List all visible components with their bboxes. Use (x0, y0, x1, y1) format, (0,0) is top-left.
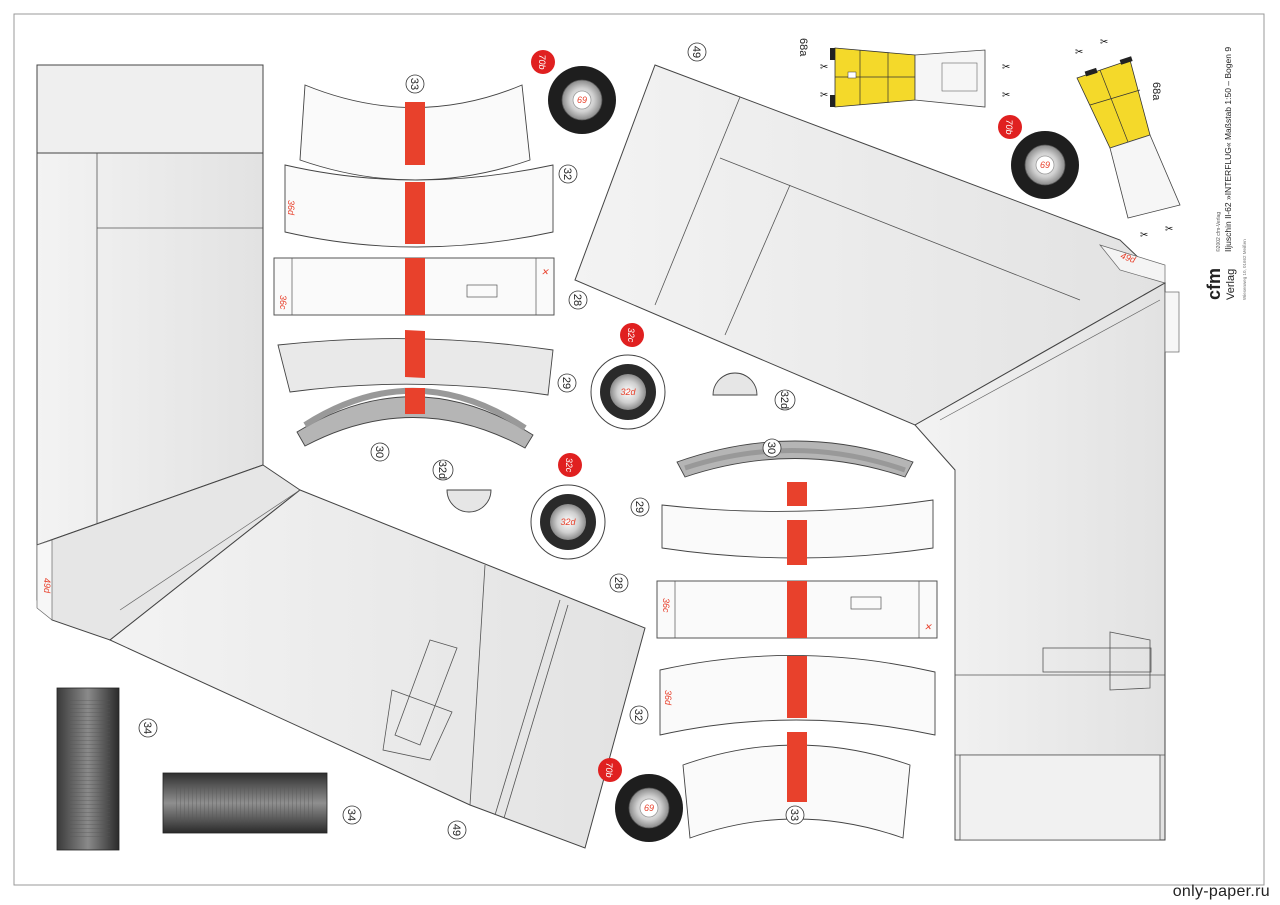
scissor-icon-g: ✂ (1140, 230, 1148, 241)
wheel-70b-mid: 70b 69 (998, 115, 1079, 199)
wheel-32c-lower: 32c 32d (530, 453, 606, 560)
badge-32d-b: 32d (778, 391, 790, 409)
part-label-68a-b: 68a (1150, 82, 1162, 101)
scissor-icon-c: ✂ (1002, 62, 1010, 73)
part-label-68a-a: 68a (797, 38, 809, 57)
part-label-70b-b: 70b (1004, 119, 1014, 134)
scissor-icon-d: ✂ (1002, 90, 1010, 101)
scissor-icon-a: ✂ (820, 62, 828, 73)
part-label-69-c: 69 (644, 803, 654, 813)
badge-28-a: 28 (571, 294, 583, 306)
half-disc-32d-a (712, 372, 758, 396)
title-block: cfm Verlag ©2002 cfm-Verlag Iljuschin Il… (1204, 47, 1247, 300)
part-label-32d-wheel-a: 32d (620, 387, 636, 397)
strip-34-horizontal (162, 772, 328, 834)
part-label-49d-left: 49d (42, 578, 52, 594)
part-label-70b-a: 70b (537, 54, 547, 69)
part-number-badges: 33 32 28 29 30 32d 32d 30 29 28 32 33 49… (138, 42, 805, 840)
fuselage-rings-right: 36c ✕ 36d (656, 440, 938, 839)
part-label-36d-b: 36d (663, 690, 673, 706)
part-label-32d-wheel-b: 32d (560, 517, 576, 527)
part-label-36c-a: 36c (278, 295, 288, 310)
badge-33-b: 33 (788, 809, 800, 821)
sheet-title: Iljuschin Il-62 »INTERFLUG« Maßstab 1:50… (1223, 47, 1233, 252)
badge-32d-a: 32d (436, 461, 448, 479)
badge-28-b: 28 (612, 577, 624, 589)
badge-30-a: 30 (373, 446, 385, 458)
part-label-36d-a: 36d (286, 200, 296, 216)
gear-doors-68a-horizontal: ✂ ✂ ✂ ✂ 68a (797, 38, 1010, 108)
part-label-70b-c: 70b (604, 762, 614, 777)
badge-32-b: 32 (632, 709, 644, 721)
badge-49-b: 49 (450, 824, 462, 836)
part-label-32c-b: 32c (564, 458, 574, 473)
badge-29-b: 29 (633, 501, 645, 513)
badge-34-b: 34 (345, 809, 357, 821)
sheet-border (13, 13, 1265, 886)
cross-mark-a: ✕ (541, 267, 549, 277)
publisher-logo: cfm (1204, 268, 1224, 300)
gear-doors-68a-angled: ✂ ✂ ✂ ✂ 68a (1075, 37, 1181, 241)
badge-29-a: 29 (560, 377, 572, 389)
strip-34-vertical (56, 687, 120, 851)
badge-34-a: 34 (141, 722, 153, 734)
watermark: only-paper.ru (1172, 883, 1270, 900)
fuselage-rings-left: 36d 36c ✕ (273, 84, 555, 449)
wheel-32c-mid: 32c 32d (590, 323, 666, 430)
wheel-70b-bottom: 70b 69 (598, 758, 683, 842)
part-label-36c-b: 36c (661, 598, 671, 613)
badge-30-b: 30 (765, 442, 777, 454)
wing-part-49-right: 49d (574, 64, 1180, 841)
scissor-icon-e: ✂ (1075, 47, 1083, 58)
half-disc-32d-b (446, 489, 492, 513)
scissor-icon-f: ✂ (1100, 37, 1108, 48)
badge-32-a: 32 (561, 168, 573, 180)
part-label-69-a: 69 (577, 95, 587, 105)
publisher-address: Wiesenweg 10, 01662 Meißen (1242, 239, 1247, 300)
cross-mark-b: ✕ (924, 622, 932, 632)
scissor-icon-b: ✂ (820, 90, 828, 101)
wing-part-49-left: 49d (36, 64, 646, 849)
badge-49-a: 49 (690, 46, 702, 58)
copyright: ©2002 cfm-Verlag (1215, 212, 1222, 252)
scissor-icon-h: ✂ (1165, 224, 1173, 235)
publisher-name: Verlag (1225, 269, 1237, 300)
part-label-69-b: 69 (1040, 160, 1050, 170)
badge-33-a: 33 (408, 78, 420, 90)
wheel-70b-top: 70b 69 (531, 50, 616, 134)
part-label-32c-a: 32c (626, 328, 636, 343)
